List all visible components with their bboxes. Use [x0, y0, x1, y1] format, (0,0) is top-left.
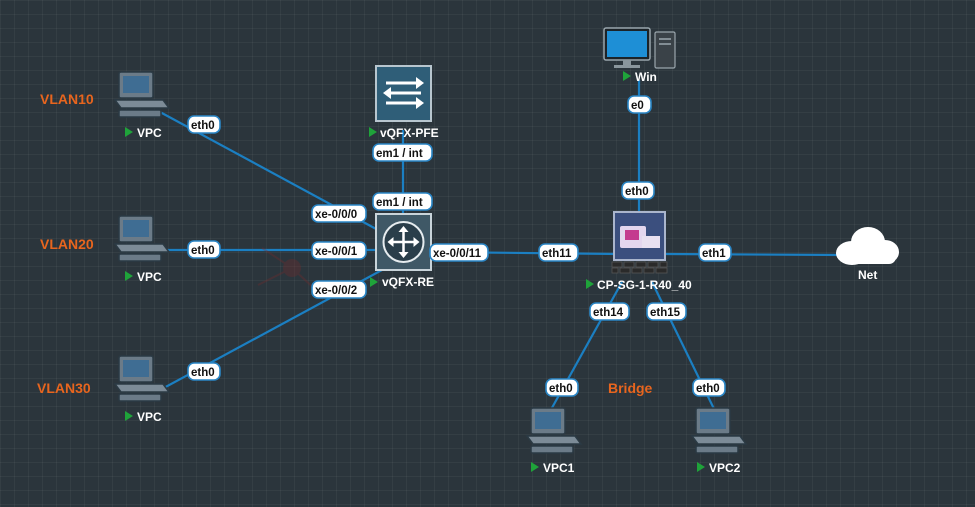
node-label-cp-sg: CP-SG-1-R40_40 [597, 278, 692, 292]
port-label-re-xe001[interactable]: xe-0/0/1 [311, 241, 367, 260]
node-label-vqfx-re: vQFX-RE [382, 275, 434, 289]
port-label-re-xe000[interactable]: xe-0/0/0 [311, 204, 367, 223]
running-status-icon [125, 411, 133, 421]
running-status-icon [531, 462, 539, 472]
node-vpc-top[interactable]: VPC [114, 71, 170, 140]
port-label-cp-eth15[interactable]: eth15 [646, 302, 687, 321]
svg-text:eth11: eth11 [542, 248, 572, 260]
port-label-vpc-mid-eth0[interactable]: eth0 [187, 240, 221, 259]
annotation-vlan30: VLAN30 [37, 380, 91, 396]
node-net[interactable]: Net [836, 227, 899, 282]
port-label-win-e0[interactable]: e0 [627, 95, 652, 114]
node-label-vpc-bot: VPC [137, 410, 162, 424]
svg-text:em1 / int: em1 / int [376, 197, 423, 209]
svg-text:eth0: eth0 [549, 383, 573, 395]
running-status-icon [125, 127, 133, 137]
running-status-icon [623, 71, 631, 81]
node-vpc-mid[interactable]: VPC [114, 215, 170, 284]
port-label-vpc2-eth0[interactable]: eth0 [692, 378, 726, 397]
svg-text:xe-0/0/11: xe-0/0/11 [433, 248, 482, 260]
firewall-icon [611, 211, 668, 274]
svg-text:em1 / int: em1 / int [376, 148, 423, 160]
windows-monitor-icon [603, 27, 676, 69]
desktop-computer-icon [114, 71, 170, 118]
port-labels: eth0 eth0 eth0 xe-0/0/0 xe-0/0/1 xe-0/0/… [187, 95, 732, 397]
port-label-cp-eth14[interactable]: eth14 [589, 302, 630, 321]
annotation-bridge: Bridge [608, 380, 653, 396]
running-status-icon [586, 279, 594, 289]
node-win[interactable]: Win [603, 27, 676, 84]
node-label-vqfx-pfe: vQFX-PFE [380, 126, 439, 140]
svg-text:xe-0/0/1: xe-0/0/1 [315, 246, 358, 258]
node-label-vpc1: VPC1 [543, 461, 575, 475]
node-label-vpc-mid: VPC [137, 270, 162, 284]
port-label-pfe-em1[interactable]: em1 / int [372, 143, 433, 162]
router-icon [375, 213, 432, 271]
running-status-icon [125, 271, 133, 281]
node-cp-sg[interactable]: CP-SG-1-R40_40 [586, 211, 692, 292]
desktop-computer-icon [526, 407, 582, 454]
svg-text:eth0: eth0 [191, 367, 215, 379]
svg-text:eth0: eth0 [696, 383, 720, 395]
node-vqfx-pfe[interactable]: vQFX-PFE [369, 65, 439, 140]
port-label-vpc-bot-eth0[interactable]: eth0 [187, 362, 221, 381]
svg-text:eth0: eth0 [191, 245, 215, 257]
port-label-vpc1-eth0[interactable]: eth0 [545, 378, 579, 397]
port-label-cp-eth11[interactable]: eth11 [538, 243, 579, 262]
port-label-vpc-top-eth0[interactable]: eth0 [187, 115, 221, 134]
cloud-icon [836, 227, 899, 265]
watermark-logo [257, 247, 317, 291]
switch-arrows-icon [375, 65, 432, 122]
desktop-computer-icon [691, 407, 747, 454]
link-cp-net[interactable] [664, 252, 846, 257]
annotation-vlan20: VLAN20 [40, 236, 94, 252]
annotation-vlan10: VLAN10 [40, 91, 94, 107]
node-vqfx-re[interactable]: vQFX-RE [370, 213, 434, 289]
desktop-computer-icon [114, 355, 170, 402]
svg-text:eth1: eth1 [702, 248, 726, 260]
node-label-win: Win [635, 70, 657, 84]
svg-text:eth15: eth15 [650, 307, 681, 319]
svg-text:eth0: eth0 [625, 186, 649, 198]
svg-text:xe-0/0/2: xe-0/0/2 [315, 285, 357, 297]
node-label-vpc2: VPC2 [709, 461, 741, 475]
node-label-vpc-top: VPC [137, 126, 162, 140]
port-label-re-xe002[interactable]: xe-0/0/2 [311, 280, 367, 299]
node-vpc1[interactable]: VPC1 [526, 407, 582, 475]
port-label-cp-eth1[interactable]: eth1 [698, 243, 732, 262]
node-vpc-bot[interactable]: VPC [114, 355, 170, 424]
node-vpc2[interactable]: VPC2 [691, 407, 747, 475]
port-label-cp-eth0[interactable]: eth0 [621, 181, 655, 200]
desktop-computer-icon [114, 215, 170, 262]
port-label-re-em1[interactable]: em1 / int [372, 192, 433, 211]
svg-text:e0: e0 [631, 100, 644, 112]
svg-text:eth14: eth14 [593, 307, 624, 319]
node-label-net: Net [858, 268, 877, 282]
running-status-icon [369, 127, 377, 137]
running-status-icon [370, 277, 378, 287]
svg-text:eth0: eth0 [191, 120, 215, 132]
svg-text:xe-0/0/0: xe-0/0/0 [315, 209, 357, 221]
port-label-re-xe0011[interactable]: xe-0/0/11 [429, 243, 489, 262]
running-status-icon [697, 462, 705, 472]
